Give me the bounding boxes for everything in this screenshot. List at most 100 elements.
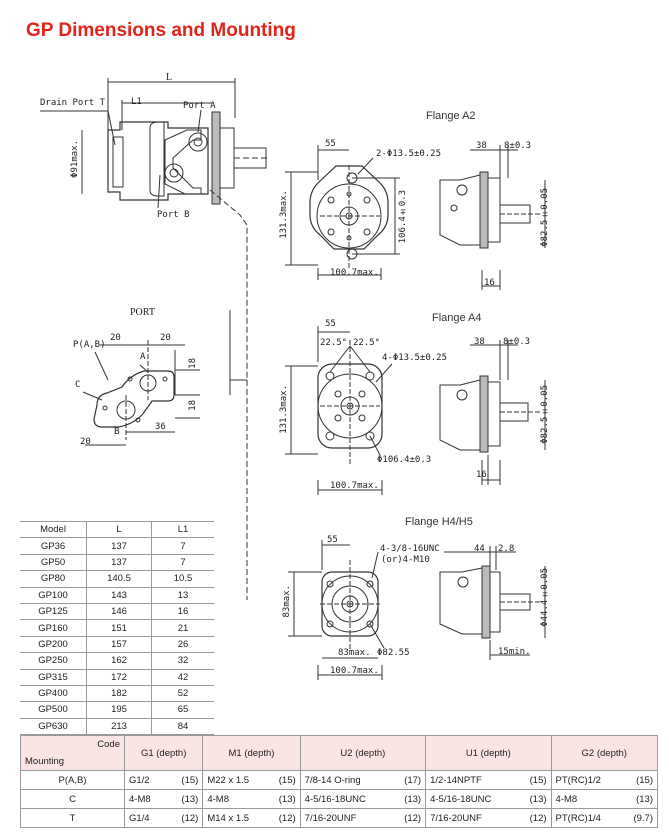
flange-a2-front <box>285 145 400 280</box>
a4-dim-100: 100.7max. <box>330 481 379 491</box>
code-value: PT(RC)1/2 <box>555 774 601 786</box>
code-value: M22 x 1.5 <box>207 774 250 786</box>
h4-holes-1: 4-3/8-16UNC <box>380 544 440 554</box>
code-value: 4-5/16-18UNC <box>304 793 366 805</box>
l1-cell: 32 <box>151 652 214 670</box>
l1-cell: 10.5 <box>151 570 214 588</box>
l1-cell: 84 <box>151 718 214 736</box>
code-cell: 4-M8(13) <box>123 789 204 809</box>
code-depth: (13) <box>181 793 199 805</box>
h4-dim-44: 44 <box>474 544 485 554</box>
a2-dim-131: 131.3max. <box>279 190 289 239</box>
model-cell: GP315 <box>20 669 87 686</box>
h4-dim-28: 2.8 <box>498 544 515 554</box>
h4-shaft: Φ44.4±0.05 <box>540 568 550 627</box>
l-cell: 172 <box>86 669 152 686</box>
flange-a4-title: Flange A4 <box>432 312 482 324</box>
header-l1: L1 <box>151 520 214 539</box>
header-model: Model <box>20 520 87 539</box>
port-dim-36: 36 <box>155 422 166 432</box>
code-header-u1: U1 (depth) <box>425 735 552 771</box>
code-depth: (15) <box>529 774 547 786</box>
corner-mounting-label: Mounting <box>25 756 65 767</box>
flange-a4-side <box>439 340 546 485</box>
port-dim-20a: 20 <box>110 333 121 343</box>
code-cell: PT(RC)1/2(15) <box>550 770 659 790</box>
model-cell: GP100 <box>20 587 87 604</box>
a2-dim-16: 16 <box>484 278 495 288</box>
code-table-header: Code Mounting G1 (depth) M1 (depth) U2 (… <box>20 735 659 771</box>
table-header-row: Model L L1 <box>20 520 214 539</box>
dim-l1: L1 <box>131 97 142 107</box>
code-value: 1/2-14NPTF <box>430 774 482 786</box>
port-detail-view <box>82 340 200 446</box>
l1-cell: 7 <box>151 537 214 555</box>
port-dim-18a: 18 <box>188 358 198 369</box>
a2-dim-55: 55 <box>325 139 336 149</box>
code-cell: M22 x 1.5 (15) <box>202 770 301 790</box>
l1-cell: 26 <box>151 636 214 654</box>
l-cell: 182 <box>86 685 152 703</box>
code-cell: G1/2(15) <box>123 770 204 790</box>
dim-dia91: Φ91max. <box>70 140 80 178</box>
code-cell: 7/16-20UNF(12) <box>299 808 427 828</box>
mounting-cell: C <box>20 789 125 809</box>
code-depth: (12) <box>278 812 296 824</box>
mounting-cell: P(A,B) <box>20 770 125 790</box>
h4-dim-83-horiz: 83max. <box>338 648 371 658</box>
code-cell: 7/16-20UNF(12) <box>425 808 552 828</box>
code-value: G1/4 <box>129 812 150 824</box>
code-depth: (15) <box>278 774 296 786</box>
code-cell: G1/4(12) <box>123 808 204 828</box>
h4-dim-15: 15min. <box>498 647 531 657</box>
l-cell: 137 <box>86 537 152 555</box>
l-cell: 162 <box>86 652 152 670</box>
model-cell: GP160 <box>20 619 87 637</box>
code-cell: 1/2-14NPTF (15) <box>425 770 552 790</box>
code-cell: 7/8-14 O-ring(17) <box>299 770 427 790</box>
flange-a4-front <box>285 326 393 495</box>
l-cell: 151 <box>86 619 152 637</box>
a2-shaft: Φ82.5±0.05 <box>540 188 550 247</box>
code-cell: 4-5/16-18UNC(13) <box>425 789 552 809</box>
port-pab-label: P(A,B) <box>73 340 106 350</box>
port-title: PORT <box>130 307 155 318</box>
h4-dim-100: 100.7max. <box>330 666 379 676</box>
header-l: L <box>86 520 152 539</box>
flange-a2-title: Flange A2 <box>426 110 476 122</box>
a4-dim-38: 38 <box>474 337 485 347</box>
code-depth: (12) <box>404 812 422 824</box>
port-a-label: Port A <box>183 101 216 111</box>
port-dim-20c: 20 <box>80 437 91 447</box>
l-cell: 213 <box>86 718 152 736</box>
a4-holes: 4-Φ13.5±0.25 <box>382 353 448 363</box>
model-cell: GP250 <box>20 652 87 670</box>
code-value: 4-M8 <box>555 793 578 805</box>
flange-a2-side <box>439 145 546 290</box>
flange-h4-side <box>439 546 546 660</box>
l-cell: 137 <box>86 554 152 572</box>
model-cell: GP50 <box>20 554 87 572</box>
flange-h4-title: Flange H4/H5 <box>405 516 473 528</box>
model-cell: GP400 <box>20 685 87 703</box>
a2-dim-100: 100.7max. <box>330 268 379 278</box>
model-cell: GP125 <box>20 603 87 621</box>
code-value: PT(RC)1/4 <box>555 812 601 824</box>
code-cell: 4-M8(13) <box>550 789 659 809</box>
l1-cell: 7 <box>151 554 214 572</box>
model-cell: GP200 <box>20 636 87 654</box>
port-code-table: Code Mounting G1 (depth) M1 (depth) U2 (… <box>20 735 659 828</box>
code-header-g1: G1 (depth) <box>123 735 204 771</box>
code-header-u2: U2 (depth) <box>299 735 427 771</box>
l1-cell: 13 <box>151 587 214 604</box>
h4-holes-2: (or)4-M10 <box>381 555 430 565</box>
